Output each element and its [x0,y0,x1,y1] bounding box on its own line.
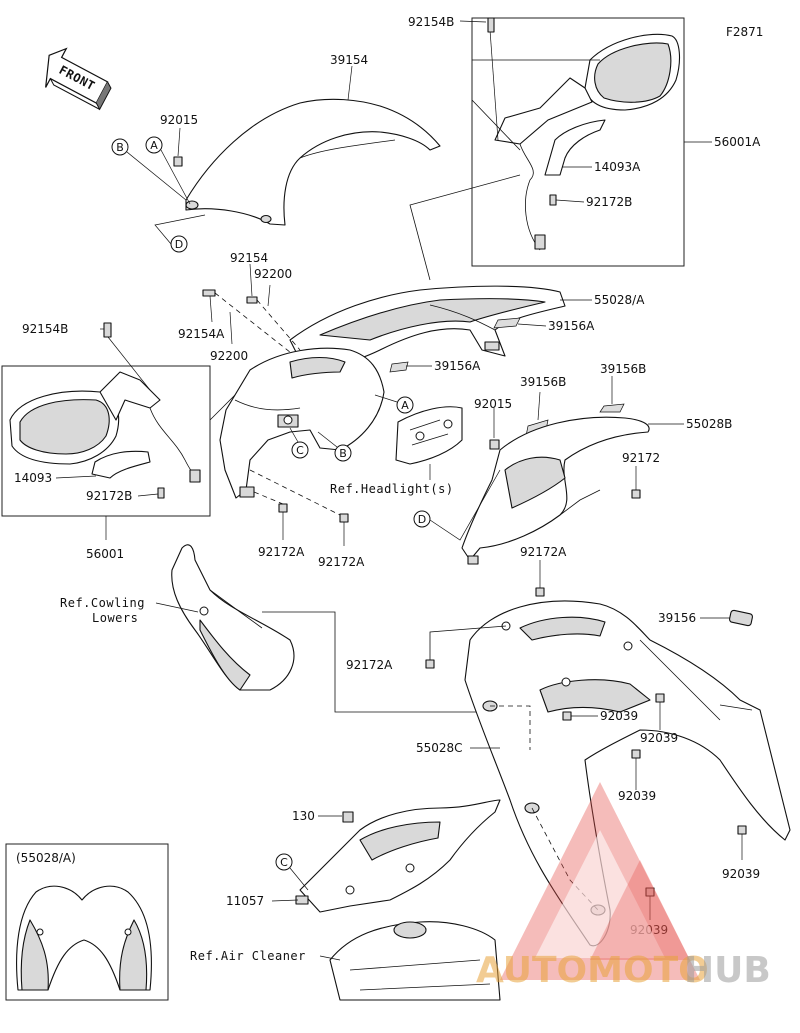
bolt-92154a [202,289,216,297]
label-92039-1: 92039 [600,709,638,723]
svg-text:B: B [339,447,347,460]
clip-92015-mid [489,439,500,450]
bolt-130 [342,811,354,823]
svg-text:C: C [280,856,288,869]
mirror-left-bracket [91,450,151,479]
clip-92039-2 [655,693,665,703]
ref-headlight: Ref.Headlight(s) [330,482,454,496]
label-92172a-4: 92172A [346,658,393,672]
clip-92039-4 [737,825,747,835]
label-92015-top: 92015 [160,113,198,127]
callout-a-mid: A [396,396,414,414]
inset-box [5,843,169,1001]
inset-cowl-part [16,885,152,991]
label-92154: 92154 [230,251,268,265]
label-39156b-2: 39156B [600,362,646,376]
inner-bracket-part [219,347,385,499]
svg-text:C: C [296,444,304,457]
screw-92172b-left [157,487,165,499]
upper-cowl-part [289,285,566,366]
svg-text:A: A [150,139,158,152]
label-56001a: 56001A [714,135,761,149]
callout-c-bottom: C [275,853,293,871]
inset-title: (55028/A) [16,851,76,865]
screw-92172a-1 [278,503,288,513]
pad-39156 [729,609,753,627]
label-92172a-2: 92172A [318,555,365,569]
label-92154b-top: 92154B [408,15,454,29]
callout-b-top: B [111,138,129,156]
label-92154a: 92154A [178,327,225,341]
mirror-left-part [9,371,201,483]
label-39156b-1: 39156B [520,375,566,389]
label-92039-2: 92039 [640,731,678,745]
clip-92015-top [173,156,183,167]
svg-text:D: D [175,238,183,251]
label-92172a-1: 92172A [258,545,305,559]
screw-92172a-4 [425,659,435,669]
front-arrow-icon: FRONT [45,47,112,111]
label-92039-4: 92039 [722,867,760,881]
label-39156a-1: 39156A [548,319,595,333]
label-92200-top: 92200 [254,267,292,281]
callout-c-mid: C [291,441,309,459]
side-cowl-b-part [461,416,650,565]
label-14093: 14093 [14,471,52,485]
label-11057: 11057 [226,894,264,908]
svg-text:B: B [116,141,124,154]
screw-92172b-right [549,194,557,206]
clip-92039-1 [562,711,572,721]
label-92154b-left: 92154B [22,322,68,336]
air-cleaner-ref-part [329,921,501,1001]
cowling-lower-ref-part [171,544,295,691]
bolt-92154 [246,296,258,304]
mirror-right-bracket [544,119,606,176]
clip-92039-3 [631,749,641,759]
screw-92172a-3 [535,587,545,597]
figure-id: F2871 [726,25,763,39]
ref-cowling-1: Ref.Cowling [60,596,145,610]
label-55028c: 55028C [416,741,463,755]
label-92172: 92172 [622,451,660,465]
bolt-92154b-left [103,322,112,338]
watermark-brand-b: HUB [684,950,771,991]
windshield-part [185,98,441,226]
label-56001: 56001 [86,547,124,561]
label-55028a: 55028/A [594,293,645,307]
mirror-right-part [494,33,681,251]
screw-92172a-2 [339,513,349,523]
watermark-brand-a: AUTOMOTO [476,950,709,991]
svg-text:A: A [401,399,409,412]
callout-a-top: A [145,136,163,154]
ref-cowling-2: Lowers [92,611,138,625]
label-92172a-3: 92172A [520,545,567,559]
screw-92172 [631,489,641,499]
label-92172b-right: 92172B [586,195,632,209]
callout-d-mid: D [413,510,431,528]
label-39154: 39154 [330,53,368,67]
lower-bracket-part [295,799,501,913]
label-92200-bot: 92200 [210,349,248,363]
label-14093a: 14093A [594,160,641,174]
label-92039-3: 92039 [618,789,656,803]
ref-air-cleaner: Ref.Air Cleaner [190,949,306,963]
label-55028b: 55028B [686,417,732,431]
pad-39156b-2 [599,403,625,413]
headlight-ref-part [395,406,463,465]
bolt-92154b-top [487,17,495,33]
label-92015-mid: 92015 [474,397,512,411]
callout-b-mid: B [334,444,352,462]
watermark-logo: AUTOMOTO HUB [476,782,771,991]
svg-text:D: D [418,513,426,526]
label-39156a-2: 39156A [434,359,481,373]
label-39156: 39156 [658,611,696,625]
label-92172b-left: 92172B [86,489,132,503]
label-130: 130 [292,809,315,823]
callout-d-top: D [170,235,188,253]
